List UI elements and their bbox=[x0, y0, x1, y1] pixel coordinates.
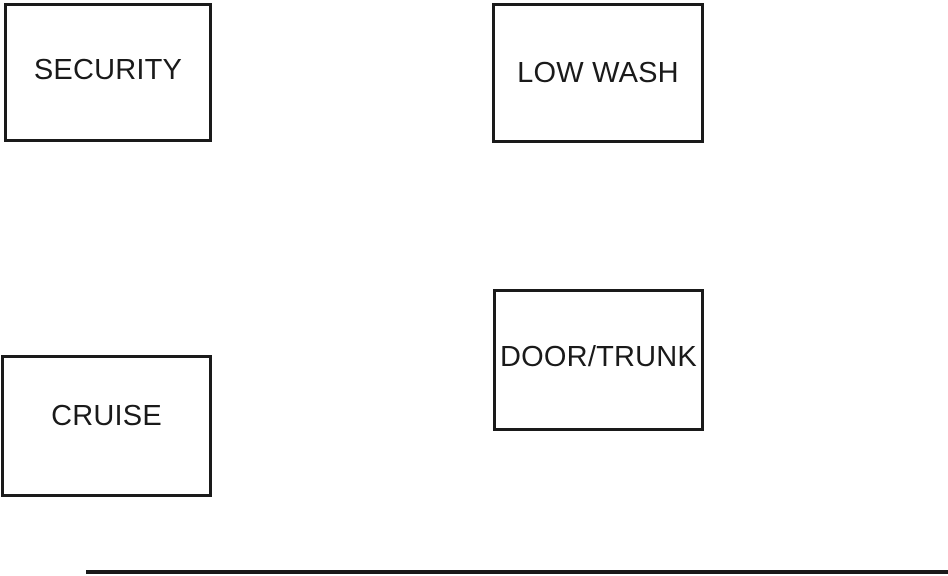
cruise-indicator-box: CRUISE bbox=[1, 355, 212, 497]
door-trunk-indicator-label: DOOR/TRUNK bbox=[500, 341, 697, 373]
low-wash-indicator-label: LOW WASH bbox=[517, 56, 679, 89]
door-trunk-indicator-box: DOOR/TRUNK bbox=[493, 289, 704, 431]
bottom-divider-rule bbox=[86, 570, 948, 574]
cruise-indicator-label: CRUISE bbox=[51, 400, 162, 432]
security-indicator-label: SECURITY bbox=[33, 54, 183, 86]
security-indicator-box: SECURITY bbox=[4, 3, 212, 142]
low-wash-indicator-box: LOW WASH bbox=[492, 3, 704, 143]
